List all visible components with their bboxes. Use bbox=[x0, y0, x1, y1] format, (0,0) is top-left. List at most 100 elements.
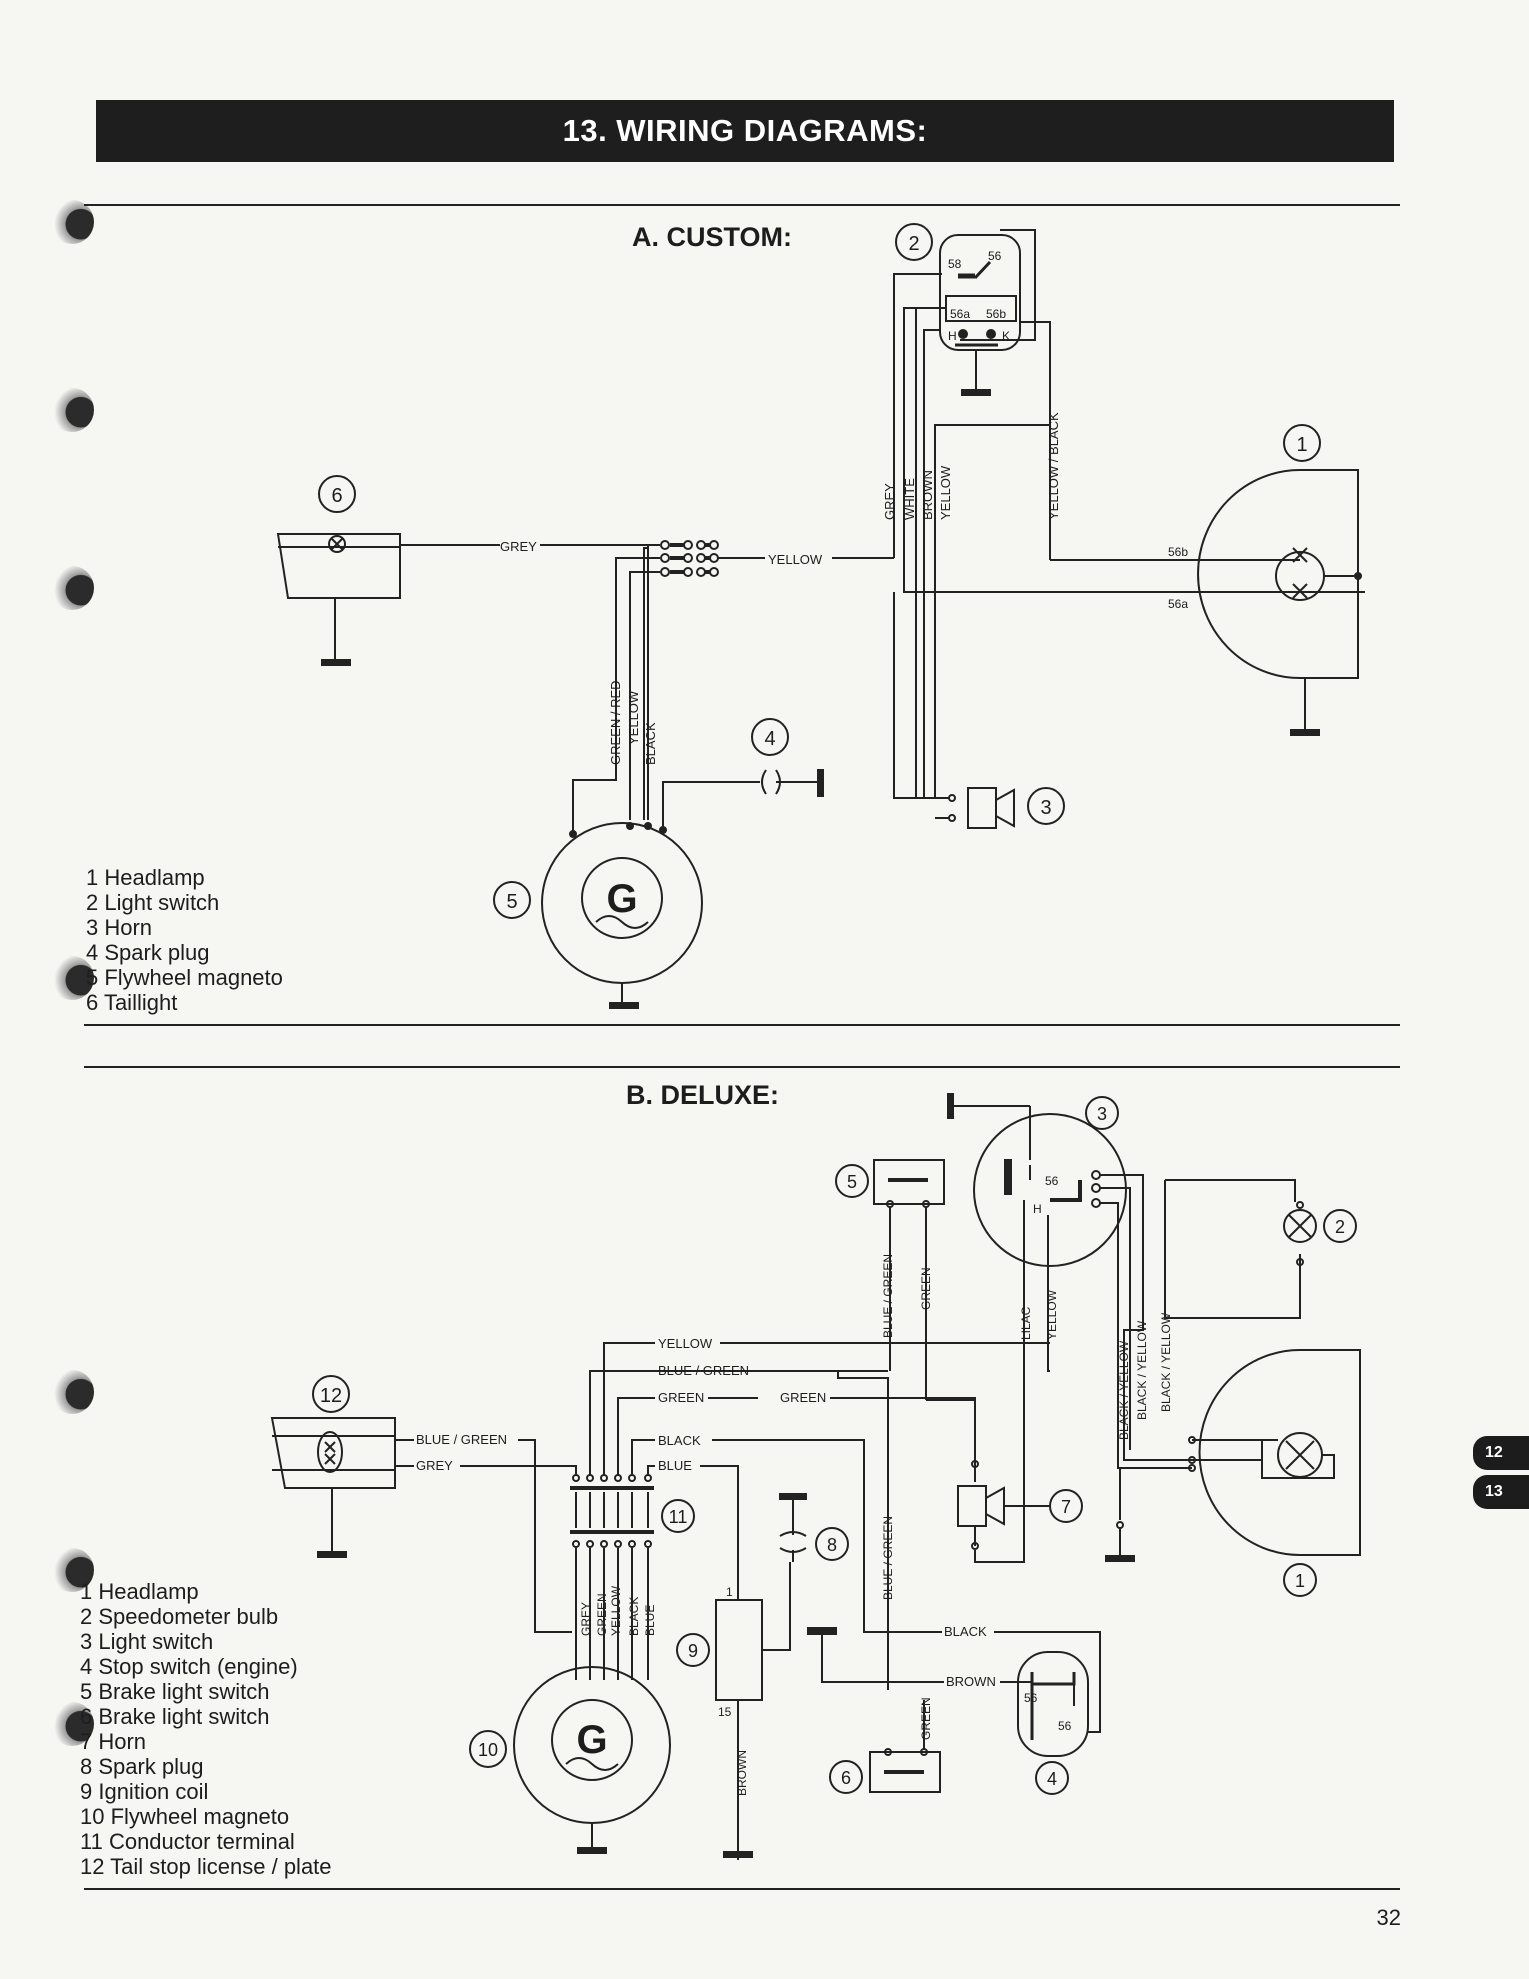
callout-9-label: 9 bbox=[688, 1641, 698, 1661]
callout-7-label: 7 bbox=[1061, 1497, 1071, 1517]
switch-terminal-h: H bbox=[1033, 1202, 1042, 1216]
wire-label-v-blue-green: BLUE / GREEN bbox=[881, 1254, 895, 1338]
wire-label-v-yellow: YELLOW bbox=[1045, 1289, 1059, 1340]
wire-label-blue: BLUE bbox=[658, 1458, 692, 1473]
callout-9 bbox=[676, 1633, 710, 1667]
terminal-h: H bbox=[948, 329, 957, 343]
callout-11 bbox=[661, 1499, 695, 1533]
ignition-coil: 1 15 BROWN bbox=[715, 1562, 791, 1860]
callout-8 bbox=[815, 1527, 849, 1561]
wire-label-v-brown: BROWN bbox=[735, 1750, 749, 1796]
wire-label-v-black-yellow1: BLACK / YELLOW bbox=[1117, 1340, 1131, 1440]
wire-label-white: WHITE bbox=[902, 478, 917, 520]
brake-light-switch-rear: GREEN bbox=[869, 1697, 941, 1793]
wire-label-v-yellow2: YELLOW bbox=[609, 1585, 623, 1636]
spark-plug bbox=[761, 769, 824, 797]
stop-terminal-56b: 56 bbox=[1058, 1719, 1072, 1733]
legend-item: 6 Brake light switch bbox=[80, 1704, 270, 1729]
callout-5-label: 5 bbox=[506, 891, 517, 913]
light-switch: 58 56 56a 56b H K bbox=[939, 234, 1021, 396]
legend-item: 2 Speedometer bulb bbox=[80, 1604, 279, 1629]
wire-label-v-black2: BLACK bbox=[627, 1597, 641, 1636]
legend-item: 4 Stop switch (engine) bbox=[80, 1654, 298, 1679]
coil-terminal-15: 15 bbox=[718, 1705, 732, 1719]
punch-hole bbox=[50, 1370, 94, 1414]
callout-1-label: 1 bbox=[1295, 1571, 1305, 1591]
legend-item: 3 Light switch bbox=[80, 1629, 214, 1654]
punch-hole bbox=[50, 1702, 94, 1746]
wire-label-black: BLACK bbox=[658, 1433, 701, 1448]
custom-legend: 1 Headlamp 2 Light switch 3 Horn 4 Spark… bbox=[86, 865, 283, 1015]
callout-8-label: 8 bbox=[827, 1535, 837, 1555]
legend-item: 5 Flywheel magneto bbox=[86, 965, 283, 990]
callout-1 bbox=[1283, 424, 1321, 462]
punch-hole bbox=[50, 1548, 94, 1592]
wire-label-brown: BROWN bbox=[920, 470, 935, 520]
conductor-terminal bbox=[570, 1474, 654, 1548]
terminal-56: 56 bbox=[988, 249, 1002, 263]
wire-label-brown-lower: BROWN bbox=[946, 1674, 996, 1689]
speedometer-bulb bbox=[1283, 1201, 1317, 1266]
wire-label-yellow: YELLOW bbox=[658, 1336, 713, 1351]
divider bbox=[84, 1024, 1400, 1026]
coil-terminal-1: 1 bbox=[726, 1585, 733, 1599]
legend-item: 4 Spark plug bbox=[86, 940, 210, 965]
callout-2-label: 2 bbox=[1335, 1217, 1345, 1237]
legend-item: 9 Ignition coil bbox=[80, 1779, 209, 1804]
wire-label-green: GREEN bbox=[658, 1390, 704, 1405]
callout-11-label: 11 bbox=[669, 1507, 688, 1527]
callout-4-label: 4 bbox=[764, 728, 775, 750]
section-tab-12[interactable]: 12 bbox=[1473, 1436, 1529, 1470]
horn bbox=[957, 1458, 1050, 1563]
wire-label-v-blue-green2: BLUE / GREEN bbox=[881, 1516, 895, 1600]
divider bbox=[84, 204, 1400, 206]
tail-stop-license-plate bbox=[270, 1417, 396, 1558]
callout-4 bbox=[1035, 1761, 1069, 1795]
callout-5 bbox=[493, 881, 531, 919]
wire-label-yellow-black: YELLOW / BLACK bbox=[1046, 412, 1061, 520]
wire-label-v-blue2: BLUE bbox=[643, 1605, 657, 1636]
callout-4-label: 4 bbox=[1047, 1769, 1057, 1789]
punch-hole bbox=[50, 200, 94, 244]
callout-2-label: 2 bbox=[908, 233, 919, 255]
headlamp bbox=[1105, 1349, 1361, 1562]
horn bbox=[893, 592, 1015, 829]
wire-label-grey-v: GREY bbox=[882, 483, 897, 520]
callout-3 bbox=[1027, 787, 1065, 825]
punch-hole bbox=[50, 566, 94, 610]
custom-title: A. CUSTOM: bbox=[632, 222, 792, 252]
legend-item: 10 Flywheel magneto bbox=[80, 1804, 290, 1829]
wire-label-yellow-v2: YELLOW bbox=[938, 465, 953, 520]
stop-terminal-56a: 56 bbox=[1024, 1691, 1038, 1705]
terminal-56a: 56a bbox=[950, 307, 970, 321]
terminal-k: K bbox=[1002, 329, 1010, 343]
switch-terminal-56: 56 bbox=[1045, 1174, 1059, 1188]
flywheel-magneto bbox=[513, 1666, 671, 1854]
punch-hole bbox=[50, 956, 94, 1000]
deluxe-legend: 1 Headlamp 2 Speedometer bulb 3 Light sw… bbox=[80, 1579, 332, 1879]
headlamp: 56b 56a bbox=[1168, 469, 1362, 736]
terminal-58: 58 bbox=[948, 257, 962, 271]
wire-label-v-green3: GREEN bbox=[919, 1697, 933, 1740]
divider bbox=[84, 1066, 1400, 1068]
callout-1 bbox=[1283, 1563, 1317, 1597]
section-tab-13[interactable]: 13 bbox=[1473, 1475, 1529, 1509]
callout-3 bbox=[1085, 1096, 1119, 1130]
headlamp-terminal-56b: 56b bbox=[1168, 545, 1188, 559]
callout-2 bbox=[895, 223, 933, 261]
brake-light-switch-front: BLUE / GREEN GREEN bbox=[873, 1159, 945, 1400]
wire-label-v-green2: GREEN bbox=[595, 1593, 609, 1636]
legend-item: 3 Horn bbox=[86, 915, 153, 940]
legend-item: 12 Tail stop license / plate bbox=[80, 1854, 332, 1879]
legend-item: 1 Headlamp bbox=[86, 865, 205, 890]
punch-hole bbox=[50, 388, 94, 432]
wire-label-v-black-yellow3: BLACK / YELLOW bbox=[1159, 1312, 1173, 1412]
wire-label-black-lower: BLACK bbox=[944, 1624, 987, 1639]
callout-4 bbox=[751, 718, 789, 756]
wire-label-yellow-v: YELLOW bbox=[626, 690, 641, 745]
headlamp-terminal-56a: 56a bbox=[1168, 597, 1188, 611]
deluxe-title: B. DELUXE: bbox=[626, 1080, 780, 1110]
custom-diagram: 6 GREY YELLOW GREEN / RED YELLOW BL bbox=[276, 223, 1365, 1009]
spark-plug bbox=[779, 1493, 807, 1562]
wire-label-v-lilac: LILAC bbox=[1019, 1306, 1033, 1340]
